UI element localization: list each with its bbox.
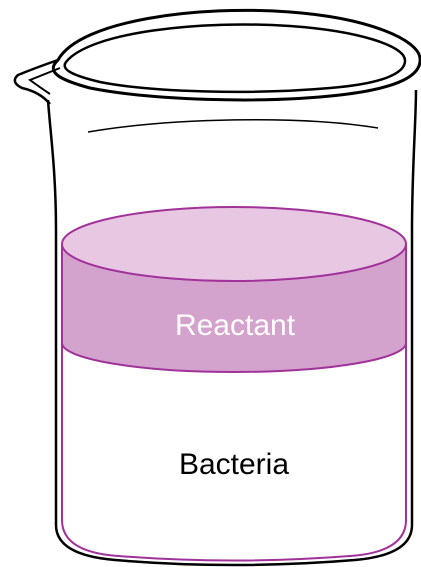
- beaker-rim-inner: [65, 25, 405, 92]
- beaker-spout: [15, 60, 58, 104]
- glass-highlight: [88, 120, 378, 132]
- reactant-label: Reactant: [175, 309, 296, 342]
- reactant-surface: [62, 207, 406, 281]
- bacteria-label: Bacteria: [179, 448, 289, 481]
